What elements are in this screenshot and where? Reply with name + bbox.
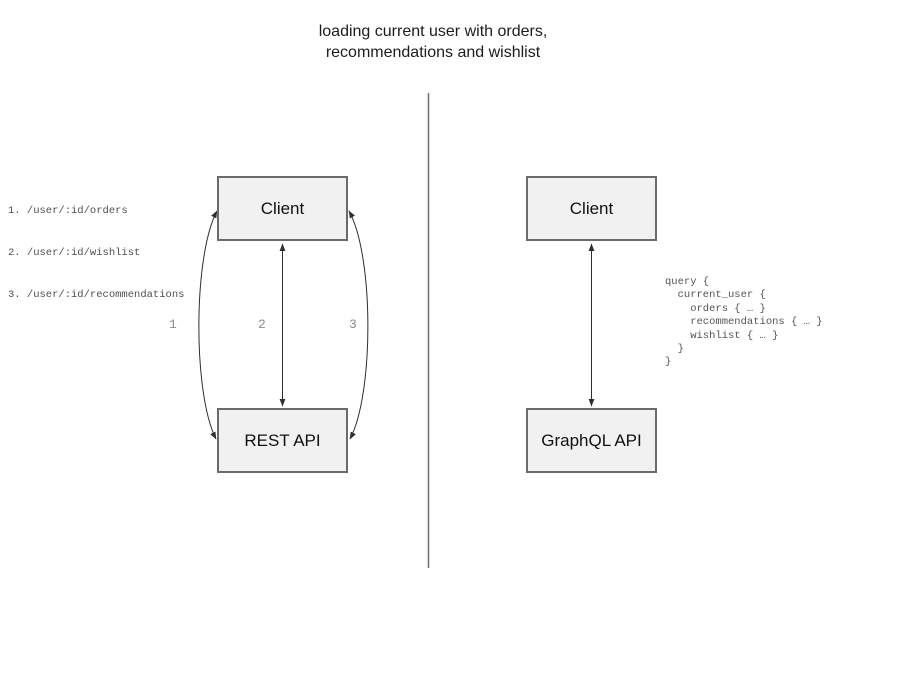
graphql-api-box-label: GraphQL API bbox=[541, 430, 642, 450]
endpoint-item: 1. /user/:id/orders bbox=[8, 205, 128, 217]
arrow-label-1: 1 bbox=[169, 317, 177, 332]
arrow-1-curve bbox=[198, 210, 218, 440]
arrow-3-curve bbox=[348, 210, 369, 440]
client-box-left-label: Client bbox=[260, 198, 305, 218]
rest-api-box-label: REST API bbox=[244, 430, 321, 450]
client-box-left: Client bbox=[217, 176, 348, 241]
graphql-query-code: query { current_user { orders { … } reco… bbox=[665, 276, 823, 369]
graphql-api-box: GraphQL API bbox=[526, 408, 657, 473]
client-box-right: Client bbox=[526, 176, 657, 241]
diagram-title: loading current user with orders, recomm… bbox=[318, 23, 548, 61]
arrow-label-2: 2 bbox=[258, 317, 266, 332]
endpoint-item: 3. /user/:id/recommendations bbox=[8, 289, 185, 301]
arrow-label-3: 3 bbox=[349, 317, 357, 332]
rest-endpoints-list: 1. /user/:id/orders 2. /user/:id/wishlis… bbox=[8, 176, 184, 330]
endpoint-item: 2. /user/:id/wishlist bbox=[8, 247, 141, 259]
rest-api-box: REST API bbox=[217, 408, 348, 473]
client-box-right-label: Client bbox=[569, 198, 614, 218]
